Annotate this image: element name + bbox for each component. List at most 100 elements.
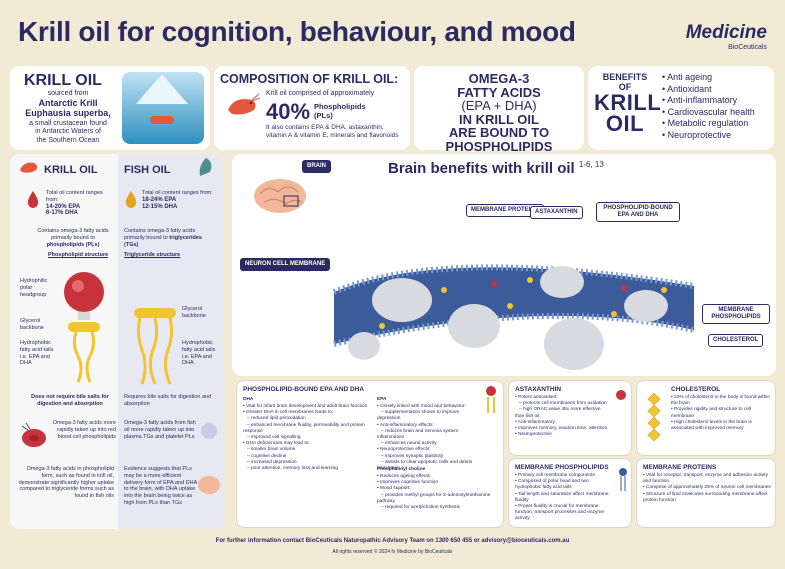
krill-rbc-text: Omega-3 fatty acids more rapidly taken u… [52,420,116,440]
phospholipid-structure-label: Phospholipid structure [48,252,109,258]
benefits-krill: KRILL [594,90,662,115]
krill-icon [150,116,174,124]
benefit-item: Antioxidant [662,84,755,96]
platelet-icon [201,423,217,439]
brand-logo: Medicine BioCeuticals [686,22,767,51]
triglyceride-structure-label: Triglyceride structure [124,252,181,258]
krill-desc-line: the Southern Ocean [36,136,100,144]
brain-benefits-title: Brain benefits with krill oil 1-6, 13 [388,160,604,177]
content-line: 12-15% DHA [142,203,178,210]
omega-line: PHOSPHOLIPIDS [445,138,553,154]
page-header: Krill oil for cognition, behaviour, and … [0,0,785,60]
box-title: MEMBRANE PROTEINS [643,464,717,471]
pl-label-line: Phospholipids [314,102,366,111]
glycerol-label-fish: Glycerol backbone [182,306,206,319]
benefit-item: Metabolic regulation [662,118,755,130]
epa-text: • Closely linked with mood and behaviour… [377,404,473,472]
membrane-proteins-box: MEMBRANE PROTEINS • Vital for receptor, … [636,458,776,528]
binding-text: Contains omega-3 fatty acids primarily b… [124,228,196,241]
dha-title: DHA [243,397,254,402]
fish-bile-text: Requires bile salts for digestion and ab… [124,394,212,407]
krill-desc-bold: Antarctic Krill [38,97,98,108]
krill-icon [20,162,38,173]
fish-rbc-text: Omega-3 fatty acids from fish oil more r… [124,420,196,440]
brain-icon [198,476,220,494]
binding-bold: phospholipids (PLs) [46,241,100,248]
krill-oil-content: Total oil content ranges from: 14-20% EP… [46,190,116,217]
content-line: Total oil content ranges from: [46,190,103,203]
fish-binding-text: Contains omega-3 fatty acids primarily b… [124,228,214,248]
composition-title: COMPOSITION OF KRILL OIL: [220,72,399,86]
composition-line: Krill oil comprised of approximately [266,90,375,97]
brain-image [254,179,306,213]
krill-oil-card: KRILL OIL sourced from Antarctic Krill E… [10,66,210,150]
cholesterol-icon [647,392,661,442]
benefits-heading: BENEFITS OF KRILL OIL [594,72,662,136]
benefits-oil: OIL [605,111,645,136]
astaxanthin-tag: ASTAXANTHIN [530,206,583,219]
benefits-list: Anti ageing Antioxidant Anti-inflammator… [662,72,755,141]
cholesterol-text: • 23% of cholesterol in the body is foun… [671,395,771,432]
phospholipid-diagram [64,272,104,383]
krill-bile-text: Does not require bile salts for digestio… [31,394,109,407]
shrimp-icon [228,93,260,115]
iceberg-image [122,72,204,144]
membrane-proteins-text: • Vital for receptor, transport, enzyme … [643,473,771,503]
omega3-card: OMEGA-3 FATTY ACIDS (EPA + DHA) IN KRILL… [414,66,584,153]
phospholipid-mini-icon [486,386,496,413]
red-blood-cell-icon [21,422,46,447]
benefit-item: Anti ageing [662,72,755,84]
brain-benefits-panel: Brain benefits with krill oil 1-6, 13 BR… [232,154,776,376]
logo-sub-text: BioCeuticals [728,44,767,51]
omega-line: IN KRILL OIL [459,111,539,127]
content-line: 14-20% EPA [46,203,81,210]
membrane-phospholipids-text: • Primary cell membrane components • Com… [515,473,609,522]
astaxanthin-text: • Potent antioxidant: – protects cell me… [515,395,608,438]
iceberg-icon [136,74,188,104]
cholesterol-tag: CHOLESTEROL [708,334,764,347]
omega-line: ARE BOUND TO [448,125,550,140]
neuron-membrane-tag: NEURON CELL MEMBRANE [240,258,331,271]
krill-oil-description: sourced from Antarctic Krill Euphausia s… [18,90,118,145]
fish-icon [199,158,212,176]
krill-bioavailability-text: Omega-3 fatty acids in phospholipid form… [18,466,114,500]
composition-contents: It also contains EPA & DHA, astaxanthin,… [266,124,399,139]
astaxanthin-box: ASTAXANTHIN • Potent antioxidant: – prot… [508,380,632,456]
phospholipid-label: Phospholipids (PLs) [314,102,366,120]
phospholipid-epa-dha-box: PHOSPHOLIPID-BOUND EPA AND DHA DHA • Vit… [236,380,504,528]
phospholipid-mini-icon [619,468,627,491]
krill-column [10,154,118,529]
choline-text: • Reduces ageing effects • Improves cogn… [377,474,491,511]
cholesterol-box: CHOLESTEROL • 23% of cholesterol in the … [636,380,776,456]
content-line: 18-24% EPA [142,196,177,203]
omega3-statement: OMEGA-3 FATTY ACIDS (EPA + DHA) IN KRILL… [424,72,574,153]
pl-label-line: (PLs) [314,111,333,120]
benefits-word: BENEFITS [602,72,648,82]
box-title: CHOLESTEROL [671,386,721,393]
oil-drop-icon [125,191,137,208]
krill-binding-text: Contains omega-3 fatty acids primarily b… [32,228,114,248]
page-title: Krill oil for cognition, behaviour, and … [18,16,576,47]
dha-text: • Vital for infant brain development and… [243,404,368,472]
krill-vs-fish-panel: KRILL OIL FISH OIL Total oil content ran… [10,154,224,529]
benefit-item: Cardiovascular health [662,107,755,119]
benefits-card: BENEFITS OF KRILL OIL Anti ageing Antiox… [588,66,774,150]
krill-column-heading: KRILL OIL [44,164,98,176]
membrane-phospholipids-tag: MEMBRANE PHOSPHOLIPIDS [702,304,770,324]
fish-bioavailability-text: Evidence suggests that PLs may be a more… [124,466,197,506]
phospholipid-percent: 40% [266,99,311,124]
cell-membrane-illustration [332,264,695,370]
tag-text: MEMBRANE PROTEINS [471,207,539,213]
glycerol-label: Glycerol backbone [20,318,44,331]
triglyceride-diagram [134,308,176,385]
content-line: Total oil content ranges from: [142,190,213,196]
epa-title: EPA [377,397,387,402]
brain-title-refs: 1-6, 13 [578,160,604,169]
krill-desc-bold: Euphausia superba, [25,108,111,118]
box-title: ASTAXANTHIN [515,386,562,393]
benefits-word: OF [618,82,632,92]
krill-desc-line: a small crustacean found [29,119,107,127]
krill-desc-line: in Antarctic Waters of [35,128,101,135]
omega-line: OMEGA-3 [468,71,530,86]
oil-drop-icon [27,191,39,208]
